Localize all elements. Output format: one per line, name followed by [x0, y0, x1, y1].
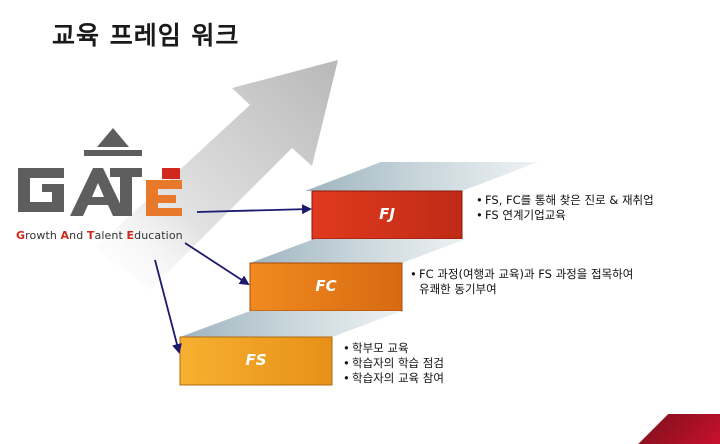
- arrow-to-fc: [184, 242, 250, 286]
- logo-tagline: Growth And Talent Education: [16, 229, 183, 242]
- fc-description: •FC 과정(여행과 교육)과 FS 과정을 접목하여 유쾌한 동기부여: [410, 267, 633, 297]
- tagline-word: rowth: [25, 229, 61, 242]
- step-label-fj: FJ: [379, 205, 395, 223]
- tagline-word: ducation: [134, 229, 183, 242]
- tagline-word: nd: [69, 229, 87, 242]
- corner-accent: [600, 414, 720, 444]
- list-item: 유쾌한 동기부여: [419, 282, 497, 296]
- step-label-fc: FC: [315, 277, 337, 295]
- tagline-word: alent: [94, 229, 127, 242]
- list-item: •학습자의 학습 점검: [343, 356, 444, 370]
- tagline-cap-g: G: [16, 229, 26, 242]
- list-item: •학습자의 교육 참여: [343, 371, 444, 385]
- fs-description: •학부모 교육 •학습자의 학습 점검 •학습자의 교육 참여: [343, 341, 444, 386]
- list-item: •FS, FC를 통해 찾은 진로 & 재취업: [476, 193, 654, 207]
- page-title: 교육 프레임 워크: [52, 21, 240, 50]
- list-item: •학부모 교육: [343, 341, 409, 355]
- stair-fc: [249, 239, 466, 312]
- tagline-cap-e: E: [126, 229, 135, 242]
- growth-arrow: [95, 60, 338, 290]
- step-label-fs: FS: [245, 351, 267, 369]
- stair-fj: [305, 162, 538, 240]
- tagline-cap-a: A: [60, 229, 70, 242]
- arrow-to-fs: [154, 259, 182, 354]
- fj-description: •FS, FC를 통해 찾은 진로 & 재취업 •FS 연계기업교육: [476, 193, 654, 223]
- gate-logo: [18, 128, 182, 216]
- list-item: •FS 연계기업교육: [476, 208, 566, 222]
- stair-fs: [179, 311, 402, 386]
- list-item: •FC 과정(여행과 교육)과 FS 과정을 접목하여: [410, 267, 634, 281]
- arrow-to-fj: [196, 204, 312, 215]
- tagline-cap-t: T: [86, 229, 95, 242]
- connector-arrows: [154, 204, 312, 354]
